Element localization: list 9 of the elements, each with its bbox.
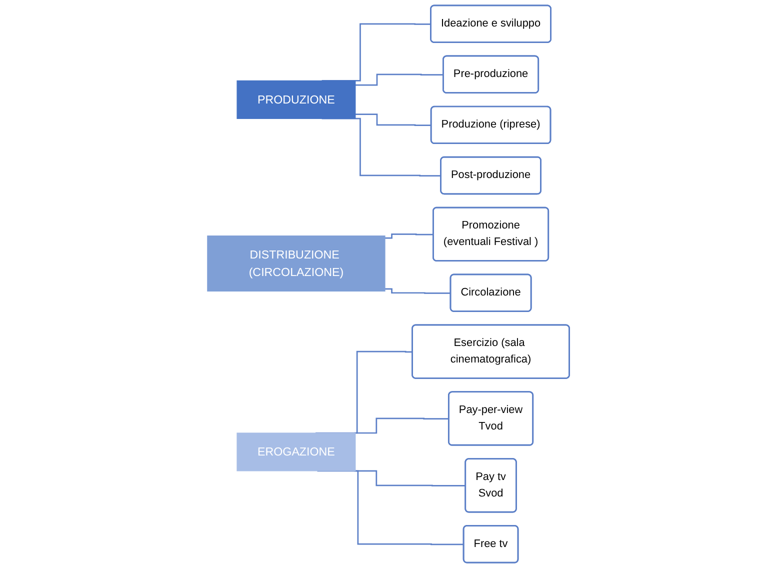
connector <box>356 74 444 86</box>
connector <box>385 233 434 239</box>
connector <box>317 470 464 546</box>
connector <box>385 288 451 294</box>
connector <box>356 114 432 126</box>
node-box: DISTRIBUZIONE (CIRCOLAZIONE) <box>207 236 386 292</box>
connector <box>354 418 450 434</box>
node-box: EROGAZIONE <box>236 432 356 472</box>
node-box: PRODUZIONE <box>236 80 356 119</box>
